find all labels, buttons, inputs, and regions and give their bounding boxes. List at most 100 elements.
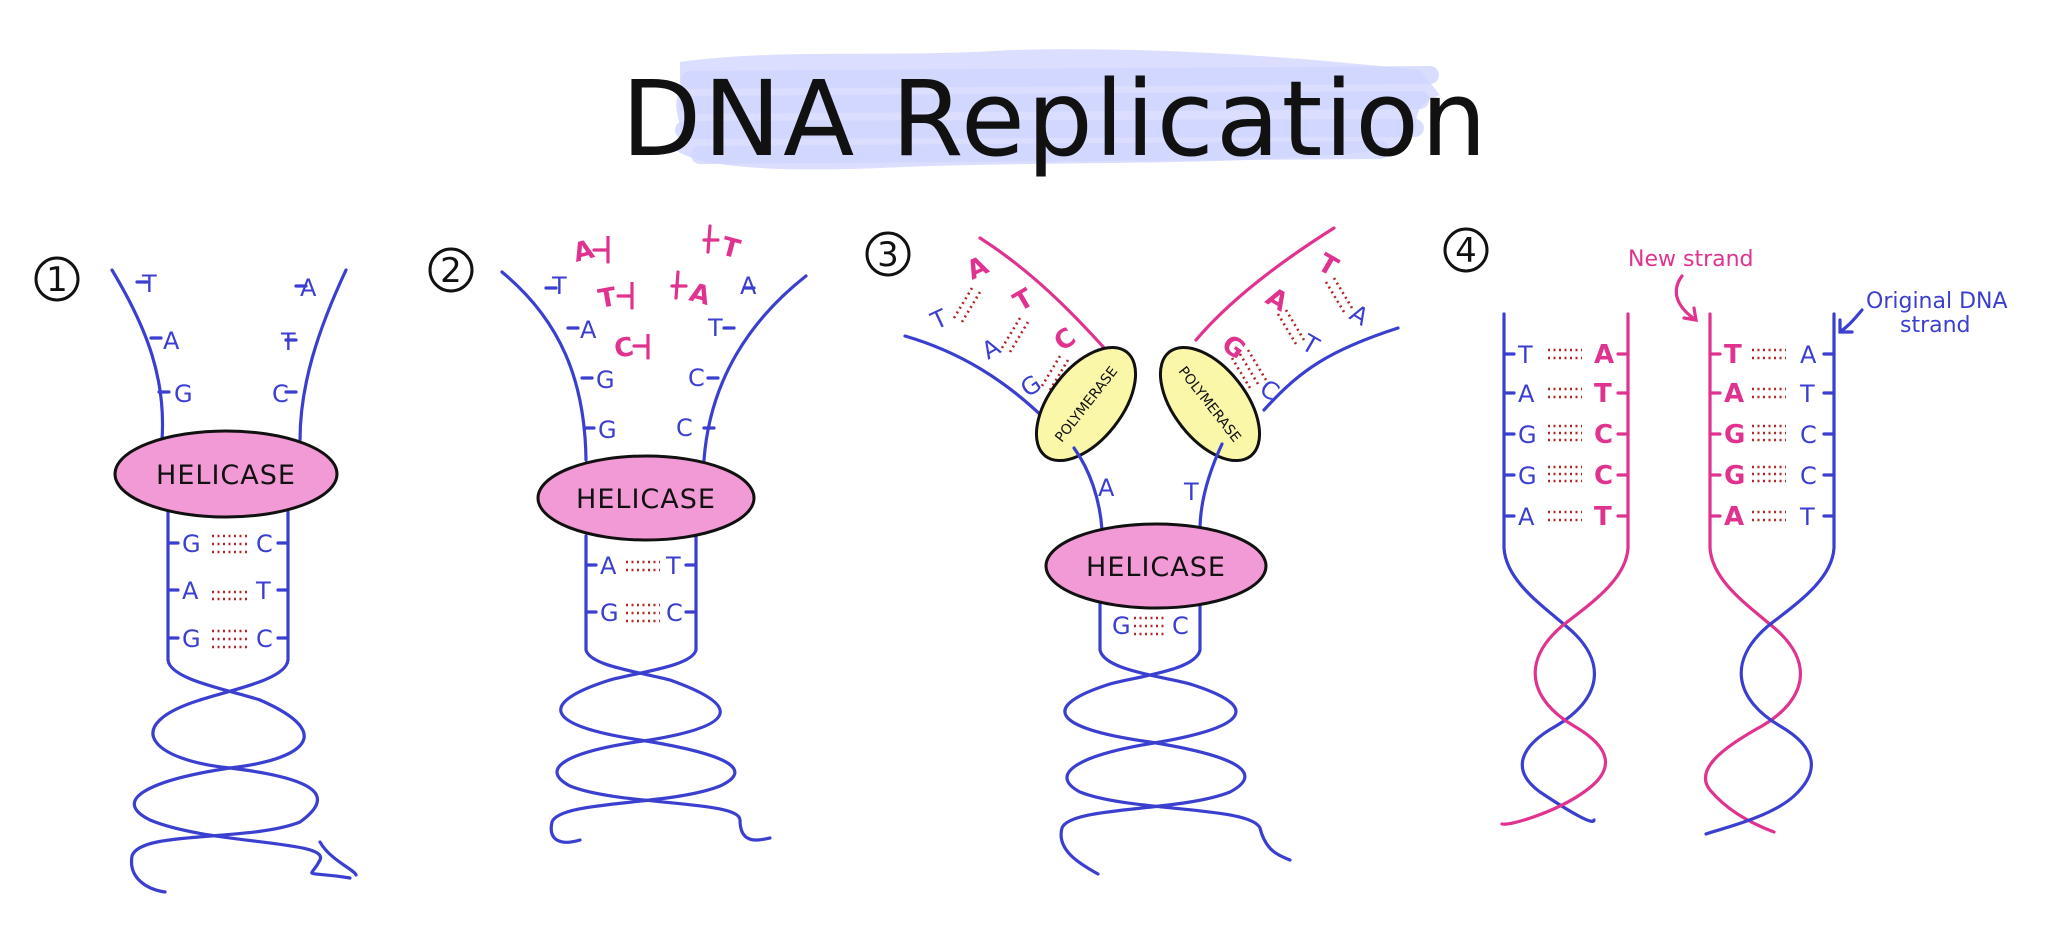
- step-2-right-base-3: C: [688, 364, 705, 392]
- step-3-pair-1-left: G: [1112, 612, 1131, 640]
- step-1-top-left-base-3: G: [174, 380, 193, 408]
- step-3-left-new-base-3: C: [1049, 322, 1082, 358]
- step-4-tick: [1822, 352, 1836, 518]
- step-2-pair-1-left: A: [600, 552, 617, 580]
- step-2-left-base-2: A: [580, 316, 597, 344]
- step-2-helicase-label: HELICASE: [576, 484, 716, 515]
- step-2-pair-2-right: C: [666, 599, 683, 627]
- step-3-pair-1-right: C: [1172, 612, 1189, 640]
- step-3-polymerase-left: [1034, 345, 1138, 463]
- step-1-tick: [166, 541, 290, 640]
- step-2: 2 T A G G A T C C A T C T A A T G C HELI…: [428, 224, 808, 844]
- step-1-right-strand-body: [198, 510, 290, 702]
- step-3-stem-left-base: A: [1098, 474, 1115, 502]
- step-1-pair-3-left: G: [182, 625, 201, 653]
- step-4-left-pair-4-right: C: [1594, 461, 1613, 491]
- step-2-left-base-1: T: [551, 272, 567, 300]
- step-4-left-pair-5-right: T: [1594, 502, 1612, 532]
- step-3-right-new-base-2: A: [1261, 282, 1293, 318]
- step-3-number: 3: [877, 235, 899, 275]
- step-2-free-nucleotide-right-2: A: [686, 278, 713, 312]
- step-4-left-mol-original: [1502, 312, 1596, 823]
- step-3-helix-strand-b: [1059, 682, 1247, 876]
- step-3-stem-left: [1072, 446, 1104, 532]
- step-3-hydrogen-bonds: [1134, 616, 1166, 636]
- step-3-left-original-base-2: A: [977, 332, 1006, 365]
- step-4-left-pair-5-left: A: [1518, 503, 1535, 531]
- step-1-top-right-base-3: C: [272, 380, 289, 408]
- step-2-circle: [428, 247, 474, 293]
- step-1-top-right-base-2: T: [280, 328, 296, 356]
- step-3-helix-strand-a: [1065, 682, 1292, 862]
- step-3-right-original-base-3: C: [1255, 374, 1285, 407]
- step-1-pair-2-right: T: [255, 577, 271, 605]
- step-2-free-nucleotide-right-1: T: [718, 232, 743, 266]
- step-2-helicase-enzyme: [536, 454, 756, 542]
- step-3-left-strand-body: [1098, 602, 1192, 686]
- step-1-helix-strand-a: [132, 698, 352, 880]
- step-1-pair-2-left: A: [182, 577, 199, 605]
- step-2-helix-strand-a: [555, 678, 772, 842]
- step-4-right-pair-4-right: C: [1800, 462, 1817, 490]
- step-1-top-left-base-2: A: [163, 327, 180, 355]
- step-2-free-nucleotide-left-3: C: [612, 332, 636, 365]
- step-4-original-strand-label-line1: Original DNA: [1866, 289, 2008, 314]
- step-4-right-pair-2-right: T: [1799, 380, 1815, 408]
- step-2-tick: [584, 563, 698, 614]
- step-4-right-pair-5-left: A: [1724, 502, 1744, 532]
- step-2-hydrogen-bonds: [626, 560, 660, 623]
- step-1-top-right-base-1: A: [300, 274, 317, 302]
- step-4-right-pair-3-left: G: [1724, 420, 1745, 450]
- step-1-right-strand-top: [298, 268, 348, 442]
- step-3-right-original-base-2: T: [1296, 328, 1324, 360]
- step-2-helix-strand-b: [549, 678, 737, 844]
- step-4-original-strand-label-line2: strand: [1900, 313, 1971, 338]
- step-4-left-pair-3-right: C: [1594, 420, 1613, 450]
- page-title: DNA Replication: [621, 58, 1489, 180]
- step-1: 1 T A G A T C G C A T G C HELICASE: [34, 256, 358, 894]
- step-3-helicase-label: HELICASE: [1086, 552, 1226, 583]
- step-1-helicase-enzyme: [113, 429, 339, 519]
- step-1-hydrogen-bonds: [212, 534, 248, 649]
- step-2-free-nucleotide-right-backbones: [670, 224, 720, 300]
- step-4-tick: [1502, 352, 1516, 518]
- step-4-right-pair-1-left: T: [1724, 340, 1742, 370]
- step-3-right-new-base-3: G: [1216, 329, 1251, 366]
- step-1-left-strand-top: [110, 268, 165, 442]
- step-2-left-base-4: G: [598, 416, 617, 444]
- step-4-right-pair-3-right: C: [1800, 421, 1817, 449]
- step-4: 4 New strand Original DNA strand T A A T…: [1443, 227, 2008, 836]
- step-4-number: 4: [1455, 231, 1477, 271]
- step-4-right-pair-2-left: A: [1724, 379, 1744, 409]
- step-1-tick: [135, 280, 308, 394]
- step-4-right-pair-5-right: T: [1799, 503, 1815, 531]
- step-3-right-new-base-1: T: [1313, 248, 1344, 283]
- step-4-left-pair-1-left: T: [1517, 341, 1533, 369]
- step-3-left-arm-bonds: [952, 287, 1078, 395]
- step-4-circle: [1443, 227, 1489, 273]
- step-3-left-original-base-1: T: [926, 304, 952, 336]
- step-2-pair-2-left: G: [600, 599, 619, 627]
- step-3-left-new-base-1: A: [962, 251, 993, 287]
- step-3-left-arm-new: [978, 236, 1108, 352]
- step-4-right-mol-bonds: [1752, 348, 1786, 522]
- step-3-helicase-enzyme: [1044, 522, 1268, 610]
- step-4-left-pair-3-left: G: [1518, 421, 1537, 449]
- step-4-right-mol-new: [1703, 312, 1802, 834]
- step-1-pair-1-left: G: [182, 530, 201, 558]
- step-2-tick: [544, 286, 756, 430]
- step-3-right-original-base-1: A: [1345, 299, 1374, 332]
- step-1-circle: [34, 256, 80, 302]
- step-2-right-strand-top: [702, 274, 808, 462]
- step-2-right-base-1: A: [740, 272, 757, 300]
- step-4-original-strand-arrow: [1838, 308, 1864, 334]
- step-3-left-new-base-2: T: [1009, 283, 1040, 318]
- title-group: DNA Replication: [621, 49, 1489, 180]
- step-1-left-strand-body: [166, 510, 262, 702]
- step-3-right-arm-original: [1262, 326, 1400, 412]
- step-4-new-strand-label: New strand: [1628, 247, 1754, 272]
- step-4-new-strand-arrow: [1674, 274, 1698, 322]
- step-1-helicase-label: HELICASE: [156, 460, 296, 491]
- step-2-right-base-2: T: [707, 314, 723, 342]
